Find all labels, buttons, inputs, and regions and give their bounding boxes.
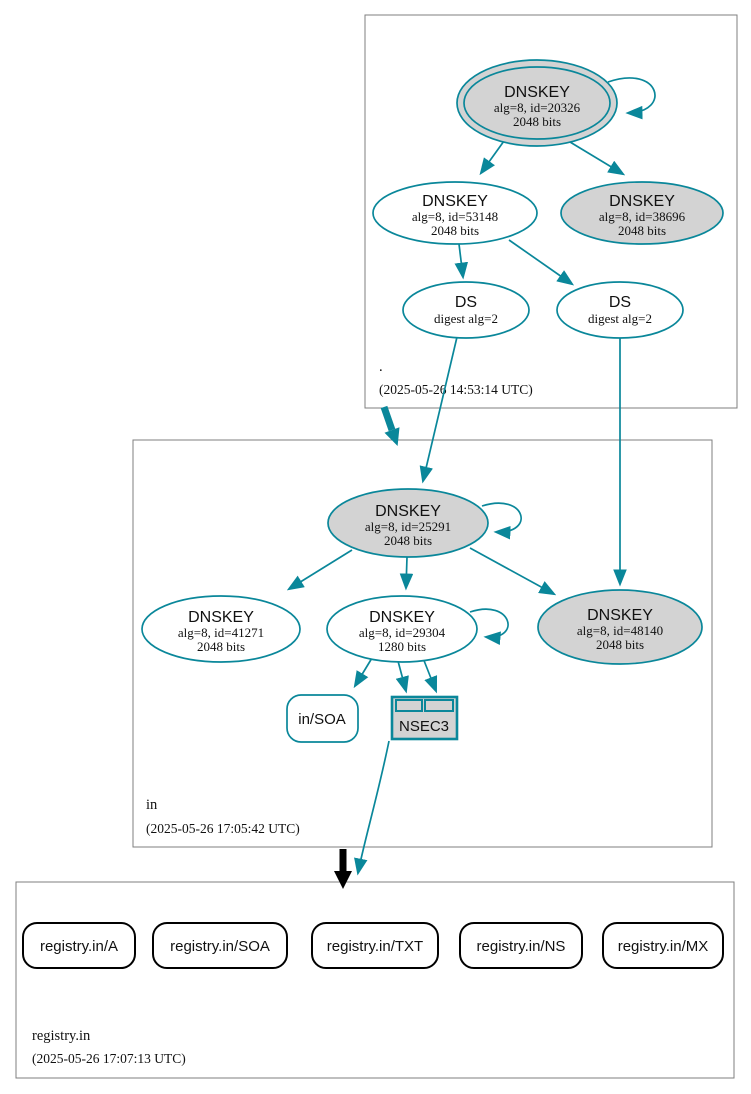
dnskey-node-41271: DNSKEY alg=8, id=41271 2048 bits: [141, 595, 301, 663]
edge-key25291-to-key41271: [286, 549, 353, 591]
node-detail: alg=8, id=25291: [365, 519, 451, 534]
dnskey-20326-inner-ring: [463, 66, 611, 140]
edge-key20326-to-key53148: [479, 140, 505, 176]
edge-key25291-to-key29304: [399, 556, 414, 591]
dnskey-node-25291: DNSKEY alg=8, id=25291 2048 bits: [327, 488, 489, 558]
rrset-label: registry.in/NS: [477, 938, 566, 955]
dnskey-node-48140: DNSKEY alg=8, id=48140 2048 bits: [537, 589, 703, 665]
node-detail: 2048 bits: [384, 533, 432, 548]
zone-timestamp-in: (2025-05-26 17:05:42 UTC): [146, 821, 300, 836]
edge-ds-left-to-key25291: [419, 336, 458, 484]
edge-delegation-root-to-in: [380, 405, 396, 432]
rrset-label: registry.in/TXT: [327, 938, 423, 955]
edge-key20326-to-key38696: [569, 141, 626, 176]
rrset-node-registry-mx: registry.in/MX: [602, 922, 724, 969]
edge-key25291-to-key48140: [469, 547, 557, 596]
edge-delegation-in-to-registry-arrowhead: [334, 871, 352, 889]
dnskey-53148-ellipse: [372, 181, 538, 245]
dnskey-node-38696: DNSKEY alg=8, id=38696 2048 bits: [560, 181, 724, 245]
zone-timestamp-root: (2025-05-26 14:53:14 UTC): [379, 382, 533, 397]
dnskey-38696-ellipse: [560, 181, 724, 245]
zone-timestamp-registry-in: (2025-05-26 17:07:13 UTC): [32, 1051, 186, 1066]
edge-delegation-root-to-in-arrowhead: [384, 427, 400, 446]
node-title: DS: [609, 294, 631, 311]
registry-soa-box: [152, 922, 288, 969]
node-detail: digest alg=2: [434, 311, 498, 326]
node-detail: 2048 bits: [431, 223, 479, 238]
registry-mx-box: [602, 922, 724, 969]
dnskey-node-20326: DNSKEY alg=8, id=20326 2048 bits: [456, 59, 618, 147]
node-detail: alg=8, id=20326: [494, 100, 581, 115]
zone-box-registry-in: [15, 881, 735, 1079]
nsec3-cell-left: [395, 699, 423, 712]
in-soa-box: [286, 694, 359, 743]
rrset-node-registry-a: registry.in/A: [22, 922, 136, 969]
rrset-label: registry.in/SOA: [170, 938, 270, 955]
edge-key53148-to-ds-left: [454, 243, 469, 280]
node-detail: alg=8, id=41271: [178, 625, 264, 640]
rrset-label: in/SOA: [298, 711, 346, 728]
dnskey-41271-ellipse: [141, 595, 301, 663]
zone-label-root: .: [379, 359, 383, 375]
node-detail: alg=8, id=48140: [577, 623, 663, 638]
zone-label-in: in: [146, 797, 158, 813]
rrset-node-in-soa: in/SOA: [286, 694, 359, 743]
ds-node-left: DS digest alg=2: [402, 281, 530, 339]
node-detail: alg=8, id=53148: [412, 209, 498, 224]
nsec3-label: NSEC3: [399, 718, 449, 735]
node-title: DNSKEY: [369, 609, 435, 626]
zone-label-registry-in: registry.in: [32, 1028, 91, 1044]
rrset-label: registry.in/MX: [618, 938, 709, 955]
dnskey-29304-ellipse: [326, 595, 478, 663]
dnskey-node-53148: DNSKEY alg=8, id=53148 2048 bits: [372, 181, 538, 245]
node-detail: 1280 bits: [378, 639, 426, 654]
ds-node-right: DS digest alg=2: [556, 281, 684, 339]
edge-key29304-to-nsec3-right: [422, 657, 438, 694]
node-detail: 2048 bits: [618, 223, 666, 238]
nsec3-node: NSEC3: [390, 695, 459, 741]
edge-key20326-selfloop: [607, 77, 656, 120]
rrset-label: registry.in/A: [40, 938, 118, 955]
rrset-node-registry-ns: registry.in/NS: [459, 922, 583, 969]
node-detail: alg=8, id=29304: [359, 625, 446, 640]
rrset-node-registry-soa: registry.in/SOA: [152, 922, 288, 969]
node-detail: 2048 bits: [596, 637, 644, 652]
dnskey-node-29304: DNSKEY alg=8, id=29304 1280 bits: [326, 595, 478, 663]
registry-txt-box: [311, 922, 439, 969]
node-detail: 2048 bits: [197, 639, 245, 654]
node-title: DNSKEY: [587, 607, 653, 624]
node-title: DS: [455, 294, 477, 311]
edge-key29304-to-nsec3-left: [395, 660, 409, 694]
node-title: DNSKEY: [504, 84, 570, 101]
edge-nsec3-to-registry-zone: [354, 740, 390, 876]
edge-key53148-to-ds-right: [508, 239, 575, 286]
node-title: DNSKEY: [609, 193, 675, 210]
ds-right-ellipse: [556, 281, 684, 339]
node-detail: alg=8, id=38696: [599, 209, 686, 224]
node-detail: digest alg=2: [588, 311, 652, 326]
registry-a-box: [22, 922, 136, 969]
node-title: DNSKEY: [375, 503, 441, 520]
nsec3-cell-right: [424, 699, 454, 712]
registry-ns-box: [459, 922, 583, 969]
dnskey-48140-ellipse: [537, 589, 703, 665]
dnskey-25291-ellipse: [327, 488, 489, 558]
node-detail: 2048 bits: [513, 114, 561, 129]
edge-key29304-selfloop: [469, 608, 509, 645]
edge-key29304-to-in-soa: [353, 657, 373, 689]
edge-key25291-selfloop: [481, 502, 522, 540]
node-title: DNSKEY: [422, 193, 488, 210]
ds-left-ellipse: [402, 281, 530, 339]
rrset-node-registry-txt: registry.in/TXT: [311, 922, 439, 969]
node-title: DNSKEY: [188, 609, 254, 626]
